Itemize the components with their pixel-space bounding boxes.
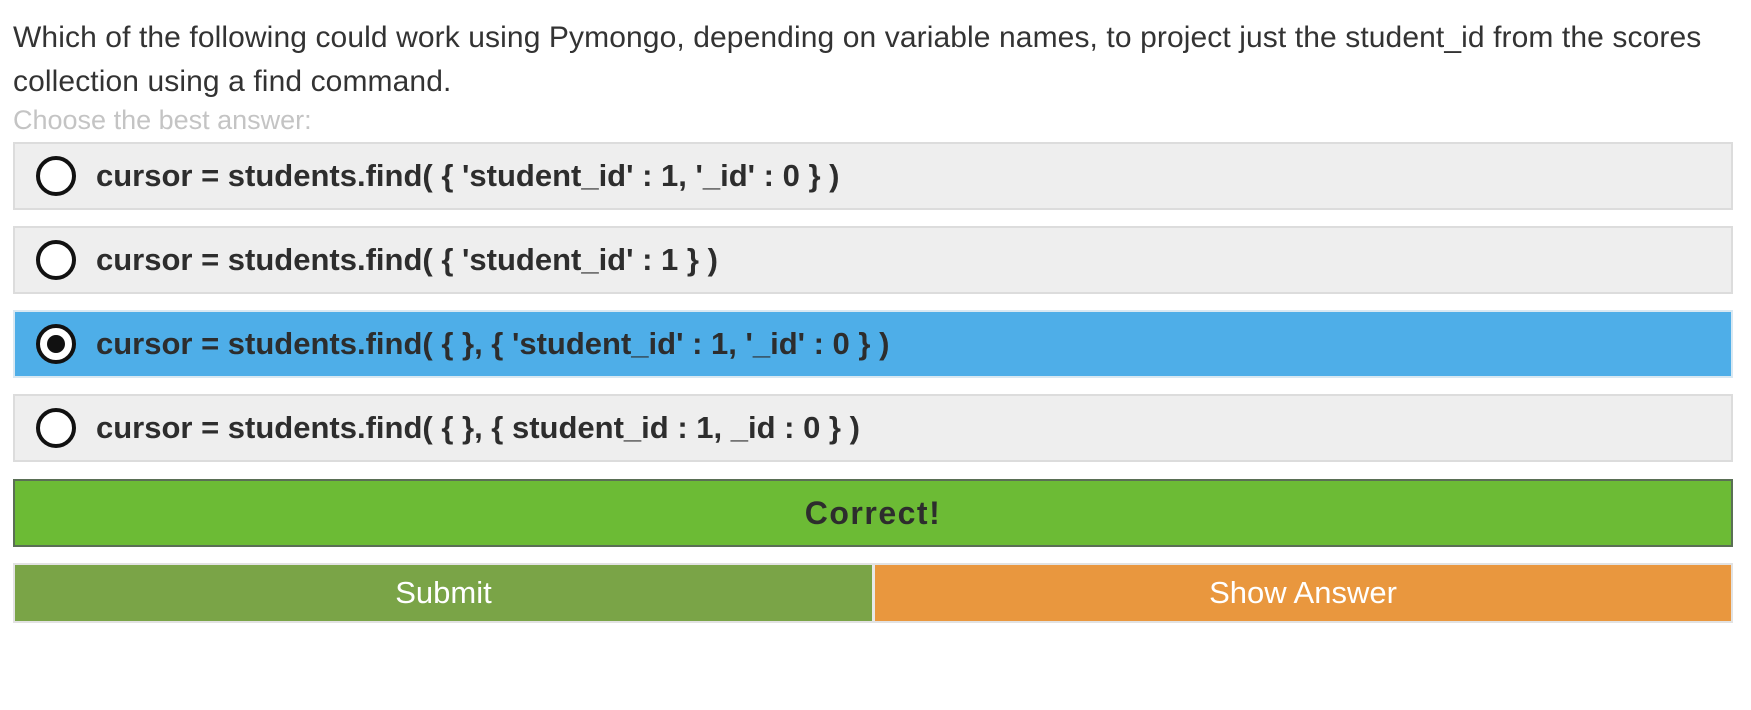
show-answer-button[interactable]: Show Answer [875,565,1731,621]
radio-button-1[interactable] [36,156,76,196]
answer-option-1[interactable]: cursor = students.find( { 'student_id' :… [13,142,1733,210]
radio-button-4[interactable] [36,408,76,448]
answer-option-3[interactable]: cursor = students.find( { }, { 'student_… [13,310,1733,378]
question-text: Which of the following could work using … [13,21,1702,98]
answer-option-label: cursor = students.find( { 'student_id' :… [96,158,840,193]
radio-button-2[interactable] [36,240,76,280]
answer-options: cursor = students.find( { 'student_id' :… [13,142,1733,462]
answer-hint: Choose the best answer: [13,105,312,135]
action-bar: Submit Show Answer [13,563,1733,623]
answer-option-4[interactable]: cursor = students.find( { }, { student_i… [13,394,1733,462]
answer-option-label: cursor = students.find( { }, { student_i… [96,410,860,445]
feedback-banner: Correct! [13,479,1733,547]
answer-option-label: cursor = students.find( { 'student_id' :… [96,242,718,277]
submit-button[interactable]: Submit [15,565,875,621]
quiz-container: Which of the following could work using … [13,0,1733,623]
answer-option-2[interactable]: cursor = students.find( { 'student_id' :… [13,226,1733,294]
answer-option-label: cursor = students.find( { }, { 'student_… [96,326,890,361]
radio-button-3[interactable] [36,324,76,364]
